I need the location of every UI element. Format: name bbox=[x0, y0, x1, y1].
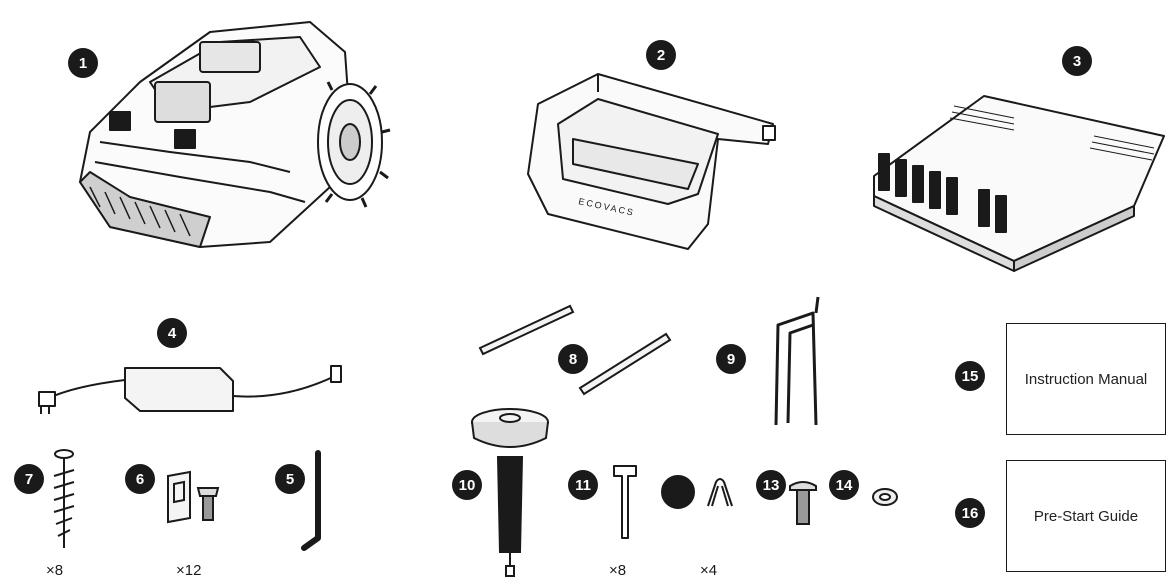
item-number-badge: 2 bbox=[646, 40, 676, 70]
item-number-badge: 14 bbox=[829, 470, 859, 500]
pre-start-guide: Pre-Start Guide bbox=[1006, 460, 1166, 572]
item-number-badge: 6 bbox=[125, 464, 155, 494]
quantity-label: ×4 bbox=[700, 562, 718, 579]
peg-illustration bbox=[613, 465, 637, 539]
base-plate-illustration bbox=[873, 95, 1165, 272]
item-number-badge: 16 bbox=[955, 498, 985, 528]
item-number-badge: 11 bbox=[568, 470, 598, 500]
hex-key-illustration bbox=[301, 450, 321, 551]
item-number-badge: 9 bbox=[716, 344, 746, 374]
clip-and-screw-illustration bbox=[167, 470, 220, 524]
power-adapter-illustration bbox=[38, 365, 342, 414]
rtk-antenna-illustration bbox=[471, 408, 549, 577]
station-cover-illustration: ECOVACS bbox=[527, 73, 776, 250]
quantity-label: ×8 bbox=[46, 562, 64, 579]
rubber-plug-illustration bbox=[661, 475, 733, 509]
item-number-badge: 8 bbox=[558, 344, 588, 374]
washer-illustration bbox=[872, 488, 898, 506]
instruction-manual: Instruction Manual bbox=[1006, 323, 1166, 435]
robot-mower-illustration bbox=[79, 21, 391, 248]
item-number-badge: 15 bbox=[955, 361, 985, 391]
quantity-label: ×8 bbox=[609, 562, 627, 579]
screw-illustration bbox=[789, 481, 817, 525]
item-number-badge: 10 bbox=[452, 470, 482, 500]
anchor-screw-illustration bbox=[53, 449, 75, 548]
item-number-badge: 7 bbox=[14, 464, 44, 494]
item-number-badge: 13 bbox=[756, 470, 786, 500]
item-number-badge: 1 bbox=[68, 48, 98, 78]
extension-rods-illustration bbox=[478, 304, 672, 396]
item-number-badge: 5 bbox=[275, 464, 305, 494]
item-number-badge: 4 bbox=[157, 318, 187, 348]
quantity-label: ×12 bbox=[176, 562, 202, 579]
fork-stake-illustration bbox=[774, 296, 820, 426]
item-number-badge: 3 bbox=[1062, 46, 1092, 76]
